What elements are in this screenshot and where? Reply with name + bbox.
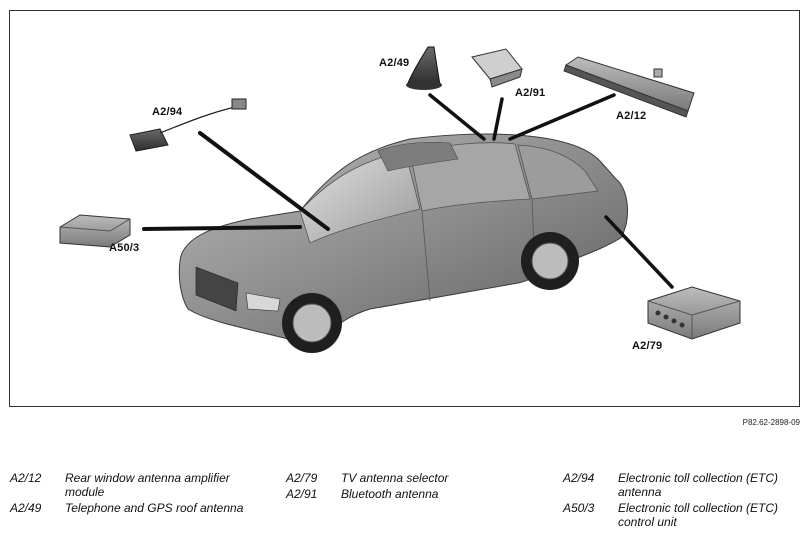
- legend-text: TV antenna selector: [341, 471, 449, 485]
- label-a2-94: A2/94: [152, 106, 183, 118]
- legend-item: A50/3 Electronic toll collection (ETC) c…: [563, 501, 803, 529]
- legend-text: Electronic toll collection (ETC) antenna: [618, 471, 779, 499]
- component-a50-3: [59, 214, 131, 248]
- leader-lines: [142, 93, 674, 289]
- legend-code: A2/12: [10, 471, 42, 485]
- label-a2-49: A2/49: [379, 57, 410, 69]
- legend-code: A2/79: [286, 471, 318, 485]
- legend-column-1: A2/12 Rear window antenna amplifier modu…: [10, 471, 270, 517]
- car: [178, 133, 629, 353]
- label-a50-3: A50/3: [109, 242, 140, 254]
- legend-text: Bluetooth antenna: [341, 487, 439, 501]
- legend-item: A2/91 Bluetooth antenna: [286, 487, 546, 501]
- legend-code: A2/91: [286, 487, 318, 501]
- legend-code: A50/3: [563, 501, 595, 515]
- legend-item: A2/79 TV antenna selector: [286, 471, 546, 485]
- legend-text: Telephone and GPS roof antenna: [65, 501, 244, 515]
- vehicle-illustration: [59, 46, 741, 353]
- legend-column-2: A2/79 TV antenna selector A2/91 Bluetoot…: [286, 471, 546, 503]
- legend-item: A2/12 Rear window antenna amplifier modu…: [10, 471, 270, 499]
- legend-item: A2/94 Electronic toll collection (ETC) a…: [563, 471, 803, 499]
- label-a2-12: A2/12: [616, 110, 647, 122]
- figure-reference: P82.62-2898-09: [742, 418, 800, 427]
- legend-item: A2/49 Telephone and GPS roof antenna: [10, 501, 270, 515]
- component-a2-12: [563, 56, 695, 118]
- label-a2-91: A2/91: [515, 87, 546, 99]
- legend-column-3: A2/94 Electronic toll collection (ETC) a…: [563, 471, 803, 531]
- component-a2-91: [471, 48, 523, 88]
- diagram-frame: A2/94 A2/49 A2/91 A2/12 A50/3 A2/79: [9, 10, 800, 407]
- component-a2-49: [406, 46, 442, 90]
- legend-text: Rear window antenna amplifier module: [65, 471, 230, 499]
- legend-text: Electronic toll collection (ETC) control…: [618, 501, 779, 529]
- legend-code: A2/49: [10, 501, 42, 515]
- label-a2-79: A2/79: [632, 340, 663, 352]
- component-a2-79: [647, 286, 741, 340]
- component-a2-94: [129, 98, 247, 152]
- legend-code: A2/94: [563, 471, 595, 485]
